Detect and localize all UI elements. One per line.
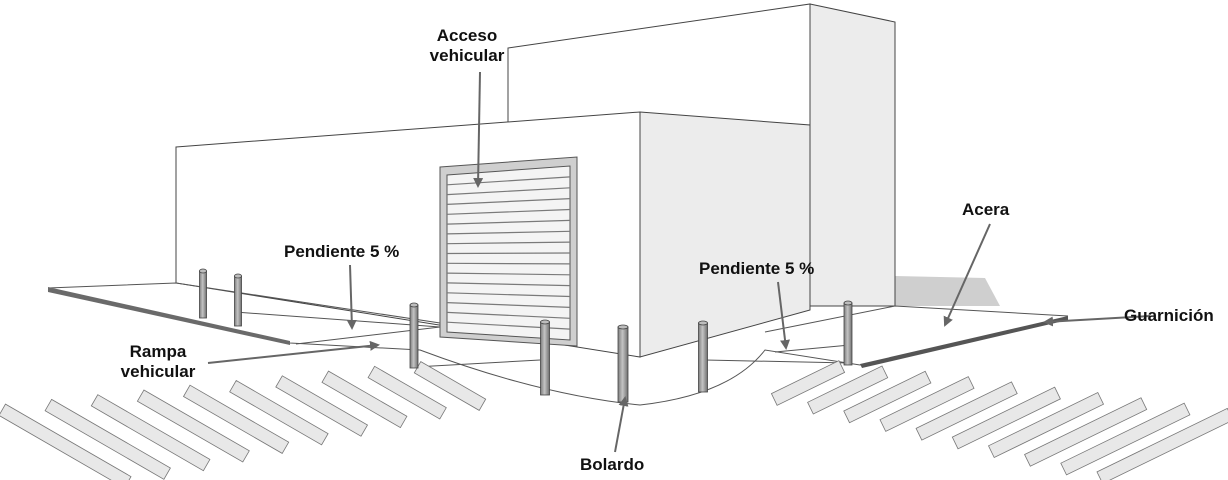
bollard [540, 319, 550, 396]
bollard [234, 273, 242, 327]
door-slat [446, 272, 571, 276]
crosswalk-stripe [951, 386, 1061, 450]
crosswalk-stripe [136, 389, 250, 463]
door-slat [446, 292, 571, 298]
crosswalk-stripe [915, 381, 1018, 441]
crosswalk-stripe [182, 384, 290, 454]
arrow-rampa [207, 340, 380, 364]
crosswalk-stripe [367, 365, 447, 420]
label-acera: Acera [962, 200, 1010, 219]
label-rampa-line1: Rampa [129, 342, 187, 361]
arrow-pendiente-left [346, 264, 357, 330]
bollard [843, 300, 853, 366]
label-pendiente-left: Pendiente 5 % [284, 242, 400, 261]
back-tower [507, 3, 896, 307]
curb-right [860, 316, 1068, 368]
crosswalk-stripe [275, 375, 369, 437]
crosswalk-left [0, 361, 487, 480]
crosswalk-stripe [321, 370, 408, 429]
label-guarnicion: Guarnición [1124, 306, 1214, 325]
door-slat [446, 302, 571, 308]
bollard [698, 320, 708, 393]
label-rampa-line2: vehicular [120, 362, 196, 381]
label-acceso-line1: Acceso [436, 26, 498, 45]
arrow-acceso [473, 71, 484, 188]
crosswalk-stripe [44, 398, 171, 480]
label-rampa-vehicular: Rampa vehicular [108, 342, 208, 382]
crosswalk-stripe [0, 403, 132, 480]
bollard [409, 302, 419, 369]
door-slat [446, 208, 571, 215]
bollard [199, 268, 207, 319]
crosswalk-right [770, 360, 1228, 480]
curb-left [48, 287, 290, 345]
door-slat [446, 176, 571, 186]
crosswalk-stripe [843, 370, 932, 424]
door-slat [446, 187, 571, 196]
door-slat [446, 262, 571, 265]
arrow-acera [943, 223, 991, 327]
building-shadow [895, 276, 1000, 306]
door-slat [446, 219, 571, 225]
door-slat [446, 282, 571, 287]
crosswalk-stripe [229, 379, 329, 446]
arrow-pendiente-right [777, 281, 791, 350]
door-slat [446, 198, 571, 205]
crosswalk-stripe [987, 391, 1105, 459]
arrow-guarnicion [1043, 315, 1151, 327]
crosswalk-stripe [413, 361, 487, 411]
crosswalk-stripe [770, 360, 846, 406]
label-bolardo: Bolardo [580, 455, 645, 474]
door-slat [446, 252, 571, 255]
door-slat [446, 311, 571, 319]
door-slat [446, 230, 571, 235]
crosswalk-stripe [1060, 402, 1191, 476]
crosswalk-stripe [90, 394, 211, 472]
crosswalk-stripe [879, 376, 975, 432]
door-slat [446, 241, 571, 245]
label-pendiente-right: Pendiente 5 % [699, 259, 815, 278]
crosswalk-stripe [807, 365, 889, 415]
label-acceso-vehicular: Acceso vehicular [412, 26, 522, 66]
bollards [199, 268, 853, 403]
callout-arrows [207, 71, 1151, 453]
arrow-bolardo [614, 396, 629, 453]
garage-door [439, 156, 578, 347]
bollard [617, 324, 629, 403]
crosswalk-stripe [1024, 397, 1148, 467]
label-acceso-line2: vehicular [429, 46, 505, 65]
